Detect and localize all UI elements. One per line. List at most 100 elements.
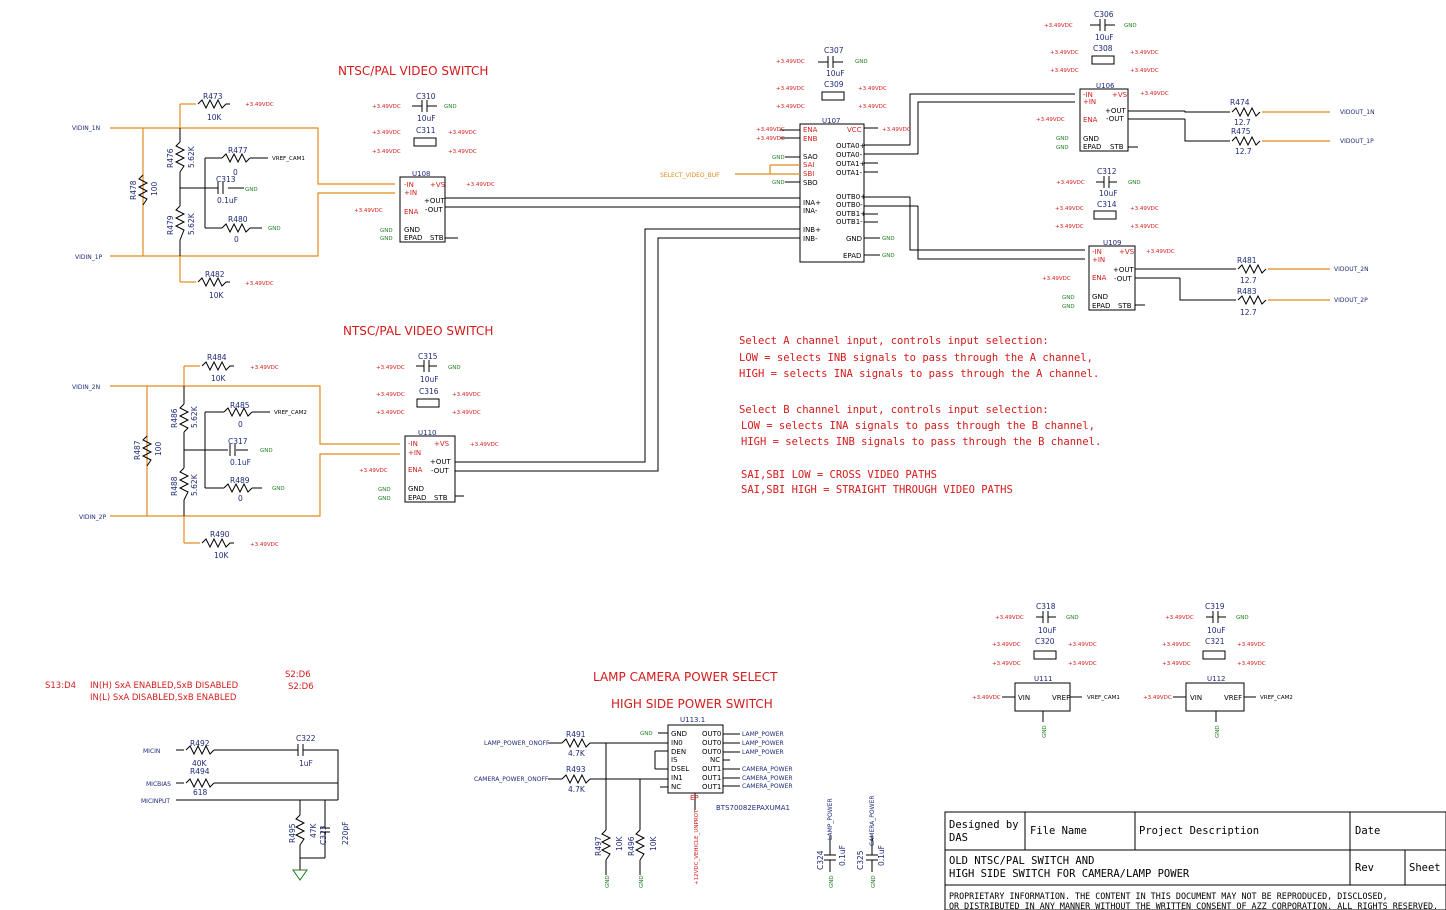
u109-pin-out-n: -OUT — [1114, 275, 1132, 283]
u111-u112-section — [1002, 682, 1256, 722]
u108-ref: U108 — [412, 170, 430, 178]
gnd-c310: GND — [444, 104, 457, 110]
u107-section — [735, 93, 1085, 263]
note-s2d6a: S2:D6 — [285, 670, 311, 680]
net-camera-onoff: CAMERA_POWER_ONOFF — [474, 776, 549, 783]
u106-pin-gnd: GND — [1083, 135, 1099, 143]
ref-r482: R482 — [205, 270, 225, 279]
pwr-c315: +3.49VDC — [376, 365, 405, 371]
u110-pin-out-n: -OUT — [431, 467, 449, 475]
ref-r476: R476 — [166, 148, 175, 168]
tb-designer: DAS — [949, 832, 968, 844]
u113-pin-out0-a: OUT0 — [702, 730, 721, 738]
pwr-c309d: +3.49VDC — [858, 104, 887, 110]
val-c307: 10uF — [826, 69, 845, 78]
val-c318: 10uF — [1038, 626, 1057, 635]
net-12v: +12VDC_VEHICLE_UNPROT — [694, 809, 700, 885]
net-vidout-2n: VIDOUT_2N — [1334, 266, 1369, 273]
net-vidout-1p: VIDOUT_1P — [1340, 138, 1374, 145]
u109-pin-gnd: GND — [1092, 293, 1108, 301]
u109-pin-epad: EPAD — [1092, 302, 1110, 310]
gnd-r496: GND — [639, 875, 645, 888]
pwr-c310: +3.49VDC — [372, 104, 401, 110]
pwr-c314d: +3.49VDC — [1130, 224, 1159, 230]
ref-c321: C321 — [1205, 637, 1225, 646]
gnd-u110-b: GND — [378, 496, 391, 502]
u111-ref: U111 — [1034, 675, 1052, 683]
note-s1: SAI,SBI LOW = CROSS VIDEO PATHS — [741, 469, 937, 481]
u106-pin-stb: STB — [1110, 143, 1124, 151]
val-r474: 12.7 — [1234, 118, 1251, 127]
pwr-c321c: +3.49VDC — [1162, 661, 1191, 667]
gnd-c324: GND — [829, 875, 835, 888]
u113-pin-den: DEN — [671, 748, 686, 756]
u106-pin-epad: EPAD — [1083, 143, 1101, 151]
val-r483: 12.7 — [1240, 308, 1257, 317]
gnd-u106-a: GND — [1056, 136, 1069, 142]
u107-pin-ina-n: INA- — [803, 207, 818, 215]
u113-pin-dsel: DSEL — [671, 765, 689, 773]
u110-pin-vs: +VS — [434, 440, 450, 448]
ref-r484: R484 — [207, 353, 227, 362]
val-r496: 10K — [649, 835, 658, 851]
val-c310: 10uF — [417, 114, 436, 123]
tb-date-label: Date — [1355, 825, 1380, 837]
val-c315: 10uF — [420, 375, 439, 384]
tb-description-2: HIGH SIDE SWITCH FOR CAMERA/LAMP POWER — [949, 868, 1190, 880]
gnd-u107-epad: GND — [882, 253, 895, 259]
ref-c324: C324 — [816, 850, 825, 870]
note-b2: LOW = selects INA signals to pass throug… — [741, 420, 1095, 432]
val-c317: 0.1uF — [230, 458, 251, 467]
ref-r496: R496 — [627, 836, 636, 856]
u107-pin-outa1-p: OUTA1+ — [836, 160, 866, 168]
u110-pin-in-n: -IN — [408, 440, 418, 448]
u106-pin-vs: +VS — [1112, 91, 1128, 99]
ref-r480: R480 — [228, 215, 248, 224]
u107-pin-sbi: SBI — [803, 170, 814, 178]
u113-section — [548, 724, 878, 875]
ref-r486: R486 — [170, 408, 179, 428]
val-r477: 0 — [233, 168, 238, 177]
pwr-c312: +3.49VDC — [1056, 180, 1085, 186]
pwr-c316d: +3.49VDC — [452, 410, 481, 416]
u107-pin-outa1-n: OUTA1- — [836, 169, 863, 177]
u113-ref: U113.1 — [680, 716, 705, 724]
u107-pin-gnd: GND — [846, 235, 862, 243]
tb-designed-by-label: Designed by — [949, 819, 1019, 831]
val-r491: 4.7K — [568, 749, 586, 758]
u107-pin-outb1-p: OUTB1+ — [836, 210, 866, 218]
val-r481: 12.7 — [1240, 276, 1257, 285]
gnd-u109-b: GND — [1062, 304, 1075, 310]
u113-part-number: BTS70082EPAXUMA1 — [716, 804, 790, 812]
pwr-c309b: +3.49VDC — [858, 86, 887, 92]
u107-pin-outb1-n: OUTB1- — [836, 218, 863, 226]
pwr-c308c: +3.49VDC — [1050, 68, 1079, 74]
u108-section — [110, 98, 800, 288]
net-vidin-2n: VIDIN_2N — [72, 384, 100, 391]
ref-r487: R487 — [133, 440, 142, 460]
pwr-c306: +3.49VDC — [1044, 23, 1073, 29]
u109-pin-in-n: -IN — [1092, 248, 1102, 256]
u108-pin-epad: EPAD — [404, 234, 422, 242]
ref-c316: C316 — [419, 387, 439, 396]
u107-pin-outa-n: OUTA0- — [836, 151, 863, 159]
pwr-u110-ena: +3.49VDC — [359, 468, 388, 474]
u111-pin-vin: VIN — [1018, 694, 1030, 702]
tb-rev-label: Rev — [1355, 862, 1374, 874]
u106-u109-section — [1079, 88, 1330, 311]
note-s2d6b: S2:D6 — [288, 682, 314, 692]
note-a1: Select A channel input, controls input s… — [739, 335, 1049, 347]
ref-r494: R494 — [190, 767, 210, 776]
tb-sheet-label: Sheet — [1409, 862, 1441, 874]
pwr-c314a: +3.49VDC — [1055, 206, 1084, 212]
ref-r489: R489 — [230, 476, 250, 485]
pwr-c314c: +3.49VDC — [1055, 224, 1084, 230]
u107-pin-outb-n: OUTB0- — [836, 201, 863, 209]
u109-pin-in-p: +IN — [1092, 256, 1105, 264]
u113-pin-out1-a: OUT1 — [702, 765, 721, 773]
pwr-c308d: +3.49VDC — [1130, 68, 1159, 74]
pwr-c320b: +3.49VDC — [1068, 642, 1097, 648]
u110-pin-in-p: +IN — [408, 449, 421, 457]
gnd-u111: GND — [1042, 725, 1048, 738]
